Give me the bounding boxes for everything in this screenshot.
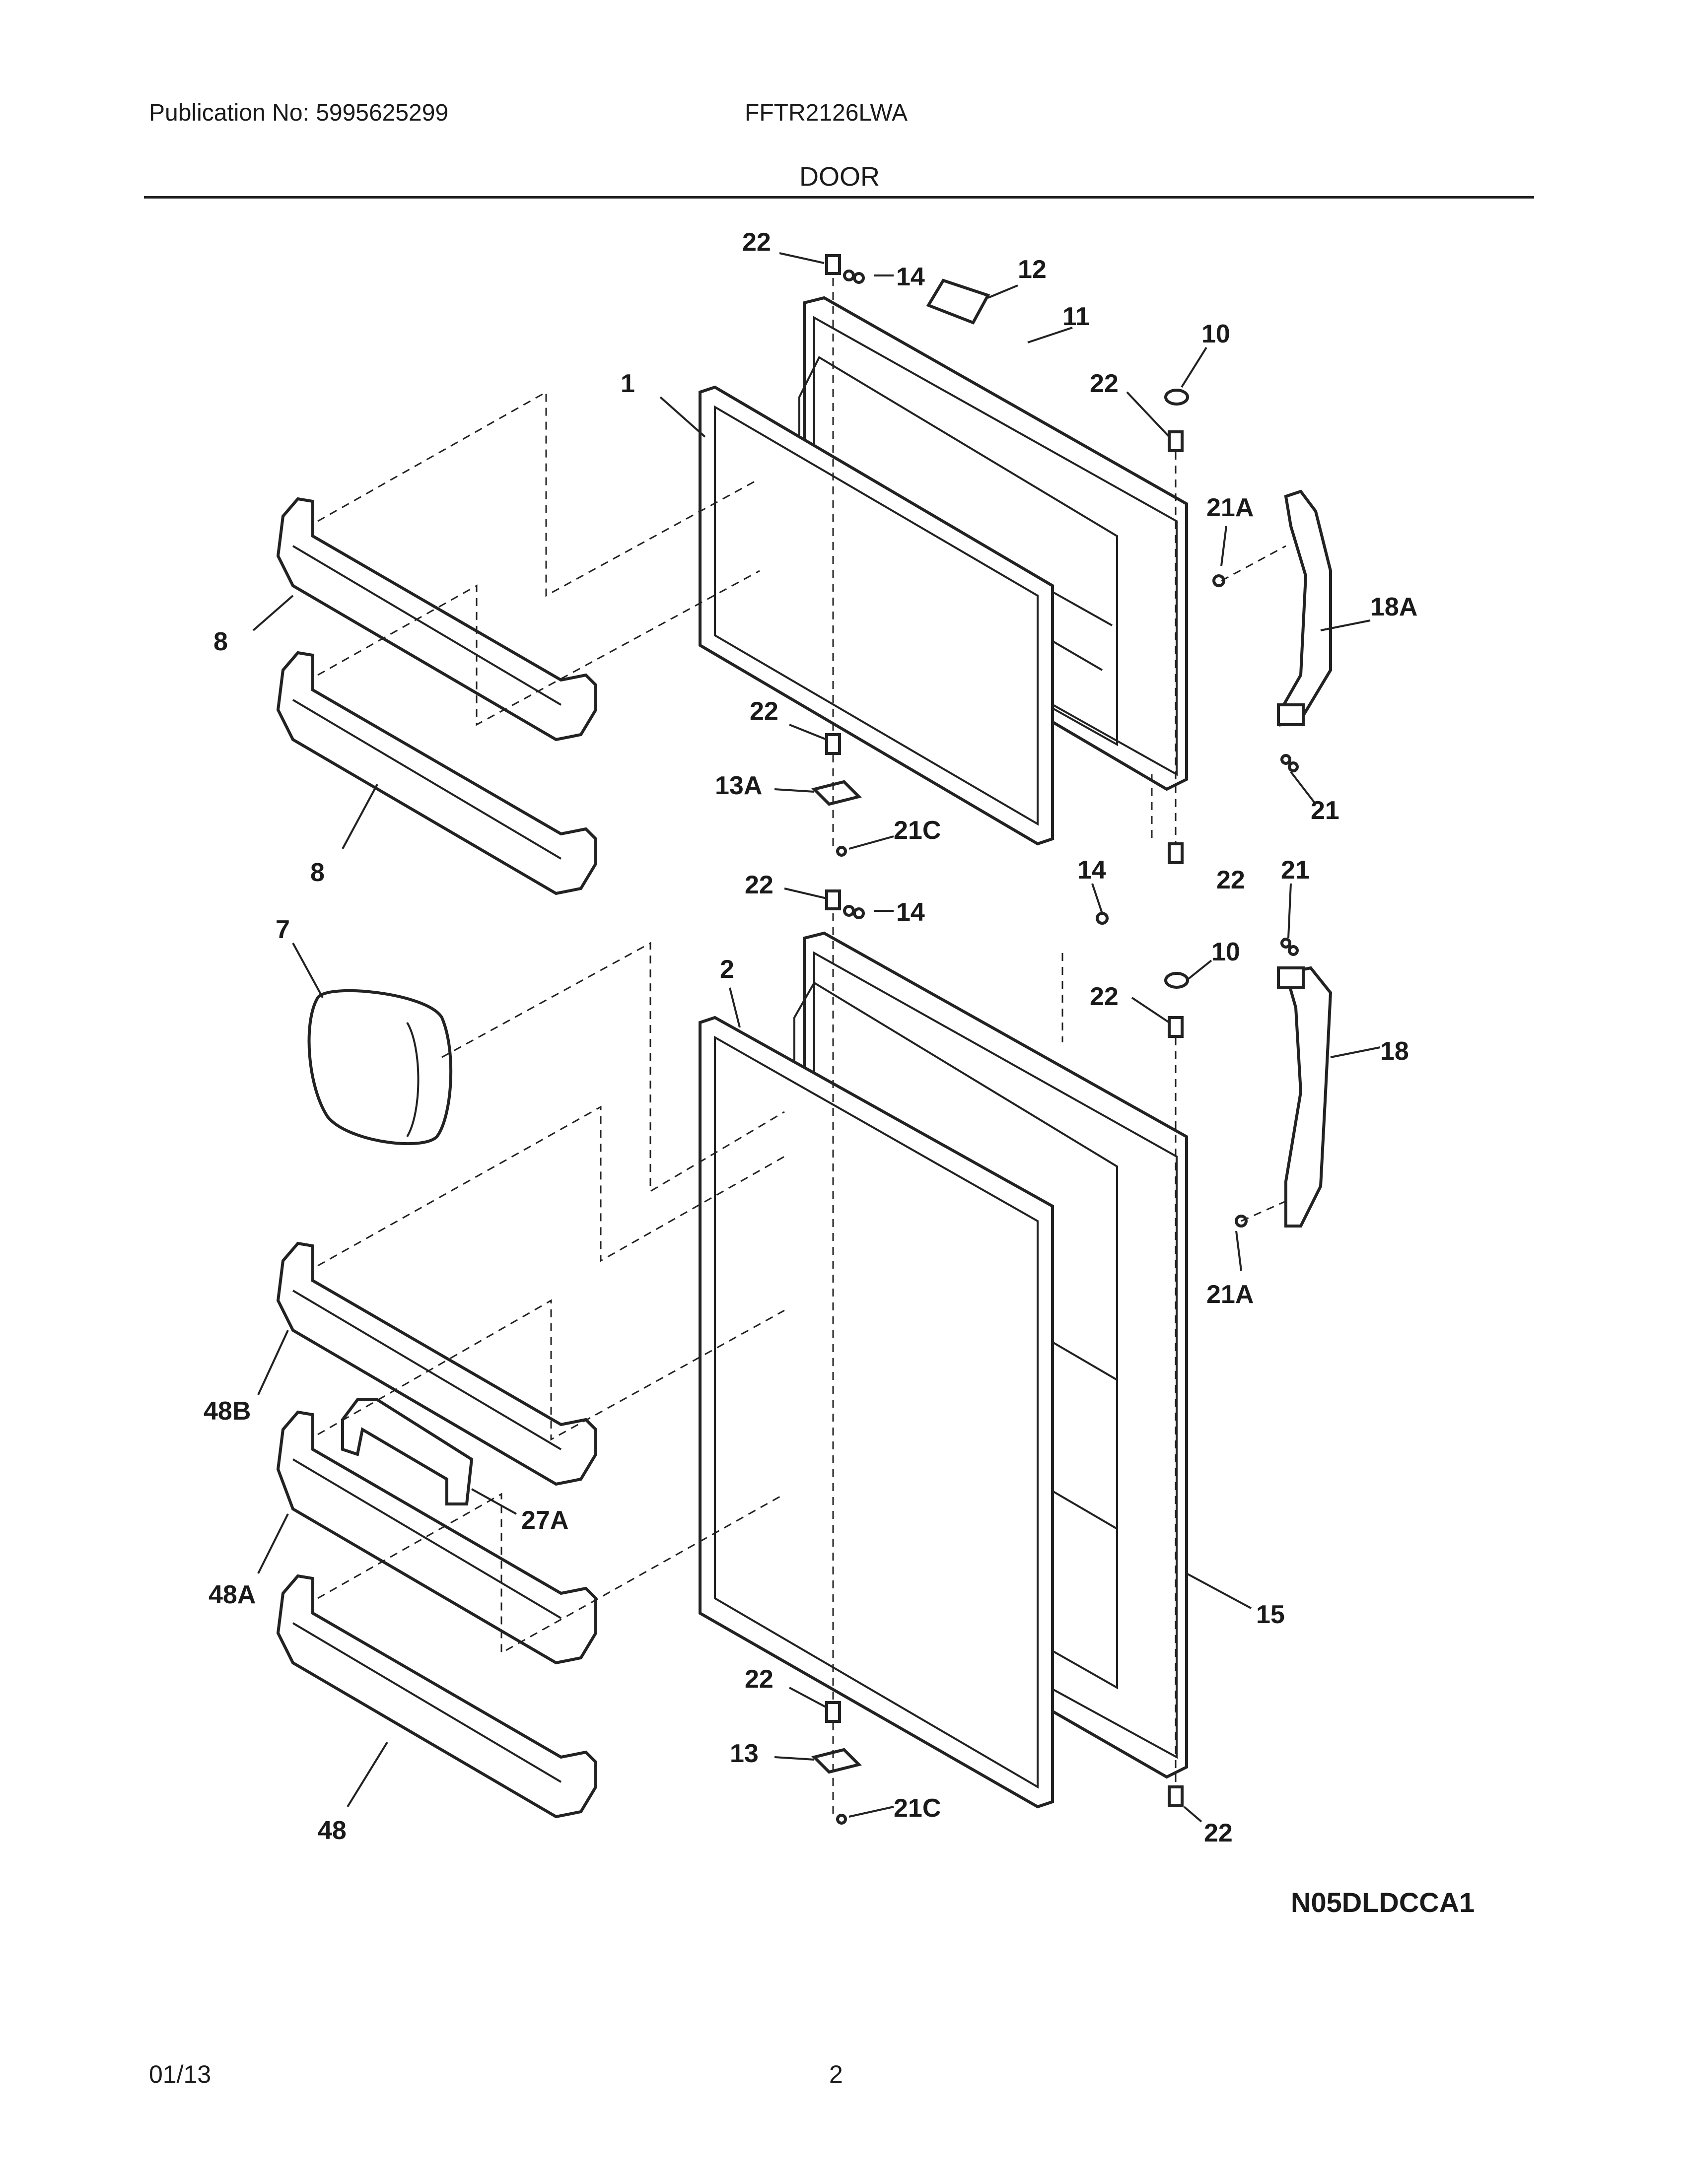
callout-48a: 48A (209, 1580, 256, 1609)
freezer-shelf-upper (276, 497, 597, 742)
callout-14: 14 (896, 263, 925, 291)
callout-7: 7 (276, 915, 290, 944)
callout-27a: 27A (521, 1506, 568, 1535)
callout-22: 22 (745, 1665, 774, 1694)
callout-15: 15 (1256, 1600, 1285, 1629)
callout-14: 14 (896, 898, 925, 927)
freezer-shelf-lower (276, 651, 597, 895)
callout-48: 48 (318, 1816, 347, 1845)
callout-22: 22 (745, 871, 774, 899)
freezer-hardware (811, 254, 1299, 864)
callout-22: 22 (1204, 1819, 1233, 1847)
callout-22: 22 (1090, 369, 1119, 398)
assembly-guide-lines (317, 278, 1286, 1819)
callout-leaders (252, 252, 1381, 1823)
callout-22: 22 (750, 697, 778, 726)
fresh-food-handle (1277, 966, 1333, 1228)
publication-number: Publication No: 5995625299 (149, 100, 449, 126)
callout-1: 1 (621, 369, 635, 398)
callout-21: 21 (1311, 796, 1339, 825)
diagram-code: N05DLDCCA1 (1291, 1887, 1475, 1918)
callout-11: 11 (1062, 302, 1090, 331)
callout-21: 21 (1281, 856, 1310, 885)
callout-12: 12 (1018, 255, 1047, 284)
fresh-food-door-gasket (699, 1016, 1054, 1809)
callout-13a: 13A (715, 771, 762, 800)
callout-labels: 22 14 12 11 10 22 1 21A 18A 8 22 13A 21C… (204, 228, 1417, 1847)
callout-13: 13 (730, 1739, 759, 1768)
callout-10: 10 (1211, 938, 1240, 966)
section-title: DOOR (799, 162, 880, 192)
page-number: 2 (829, 2060, 843, 2088)
dairy-compartment (307, 989, 453, 1146)
callout-48b: 48B (204, 1397, 251, 1426)
door-bin-48 (276, 1574, 597, 1819)
fresh-food-hardware (811, 889, 1299, 1825)
door-bin-48a (276, 1410, 597, 1665)
door-bin-48b (276, 1241, 597, 1486)
callout-8: 8 (310, 858, 325, 887)
callout-8: 8 (213, 627, 228, 656)
callout-22: 22 (1216, 866, 1245, 894)
model-number: FFTR2126LWA (745, 100, 908, 126)
freezer-door-gasket (699, 385, 1054, 846)
callout-21c: 21C (894, 816, 941, 845)
callout-2: 2 (720, 955, 734, 984)
callout-18: 18 (1380, 1037, 1409, 1066)
callout-10: 10 (1201, 320, 1230, 348)
callout-18a: 18A (1370, 593, 1417, 621)
callout-22: 22 (742, 228, 771, 257)
publication-date: 01/13 (149, 2060, 211, 2088)
callout-14: 14 (1077, 856, 1106, 885)
callout-22: 22 (1090, 982, 1119, 1011)
callout-21a: 21A (1206, 493, 1254, 522)
callout-21a: 21A (1206, 1280, 1254, 1309)
header-rule (144, 196, 1534, 199)
freezer-handle (1277, 489, 1332, 727)
bin-handle-27a (341, 1398, 474, 1505)
callout-21c: 21C (894, 1794, 941, 1823)
